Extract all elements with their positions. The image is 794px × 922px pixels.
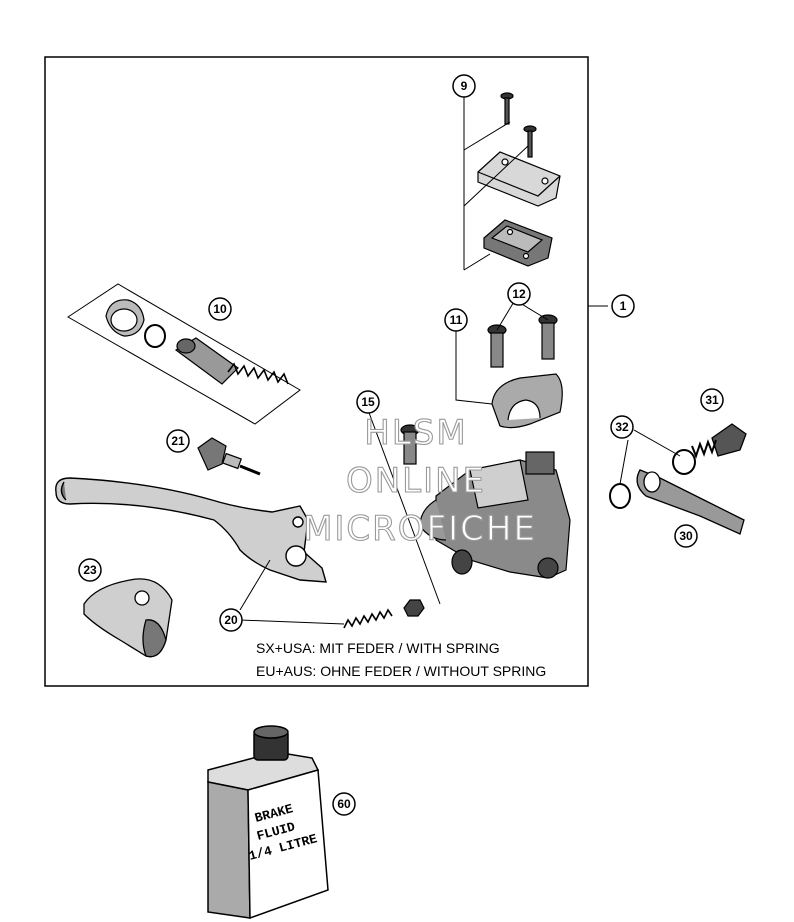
lever-cover [83, 578, 173, 658]
callout-11: 11 [444, 308, 468, 332]
clamp-bolt-1 [487, 324, 507, 368]
assembly-frame [44, 56, 589, 687]
callout-31: 31 [700, 388, 724, 412]
clamp-bolt-2 [538, 314, 558, 360]
piston-kit-group [67, 283, 301, 425]
cover-screw-1 [500, 92, 514, 125]
callout-21-label: 21 [171, 434, 185, 448]
hose-group [609, 423, 747, 535]
brake-lever [55, 477, 327, 583]
callout-12-label: 12 [512, 287, 526, 301]
brake-fluid-bottle: BRAKE FLUID 1/4 LITRE [207, 725, 329, 920]
callout-9-label: 9 [461, 79, 468, 93]
callout-30: 30 [674, 524, 698, 548]
callout-10: 10 [208, 297, 232, 321]
watermark-line3: MICROFICHE [303, 509, 537, 549]
callout-20-label: 20 [224, 613, 238, 627]
callout-15-label: 15 [361, 395, 375, 409]
callout-32-label: 32 [615, 420, 629, 434]
watermark: HLSM ONLINE MICROFICHE [303, 412, 537, 549]
cover-plate [477, 151, 561, 207]
callout-31-label: 31 [705, 393, 719, 407]
master-cylinder-body [419, 451, 571, 579]
callout-60: 60 [332, 792, 356, 816]
lever-spring [239, 559, 393, 629]
callout-60-label: 60 [337, 797, 351, 811]
callout-1: 1 [611, 294, 635, 318]
callout-23-label: 23 [83, 563, 97, 577]
callout-9: 9 [452, 74, 476, 98]
callout-32: 32 [610, 415, 634, 439]
watermark-line1: HLSM [364, 413, 467, 453]
callout-12: 12 [507, 282, 531, 306]
callout-1-label: 1 [620, 299, 627, 313]
callout-23: 23 [78, 558, 102, 582]
note-without-spring: EU+AUS: OHNE FEDER / WITHOUT SPRING [256, 663, 546, 679]
callout-11-label: 11 [450, 313, 463, 327]
callout-30-label: 30 [679, 529, 693, 543]
callout-21: 21 [166, 429, 190, 453]
cover-screw-2 [523, 125, 537, 158]
reservoir-cover-group [463, 92, 561, 271]
callout-15: 15 [356, 390, 380, 414]
note-with-spring: SX+USA: MIT FEDER / WITH SPRING [256, 640, 500, 656]
callout-20: 20 [219, 608, 243, 632]
clamp-group [455, 299, 563, 429]
callout-10-label: 10 [213, 302, 227, 316]
adjuster-group [197, 437, 261, 476]
watermark-line2: ONLINE [346, 461, 486, 501]
pivot-bolt-group [367, 409, 441, 617]
